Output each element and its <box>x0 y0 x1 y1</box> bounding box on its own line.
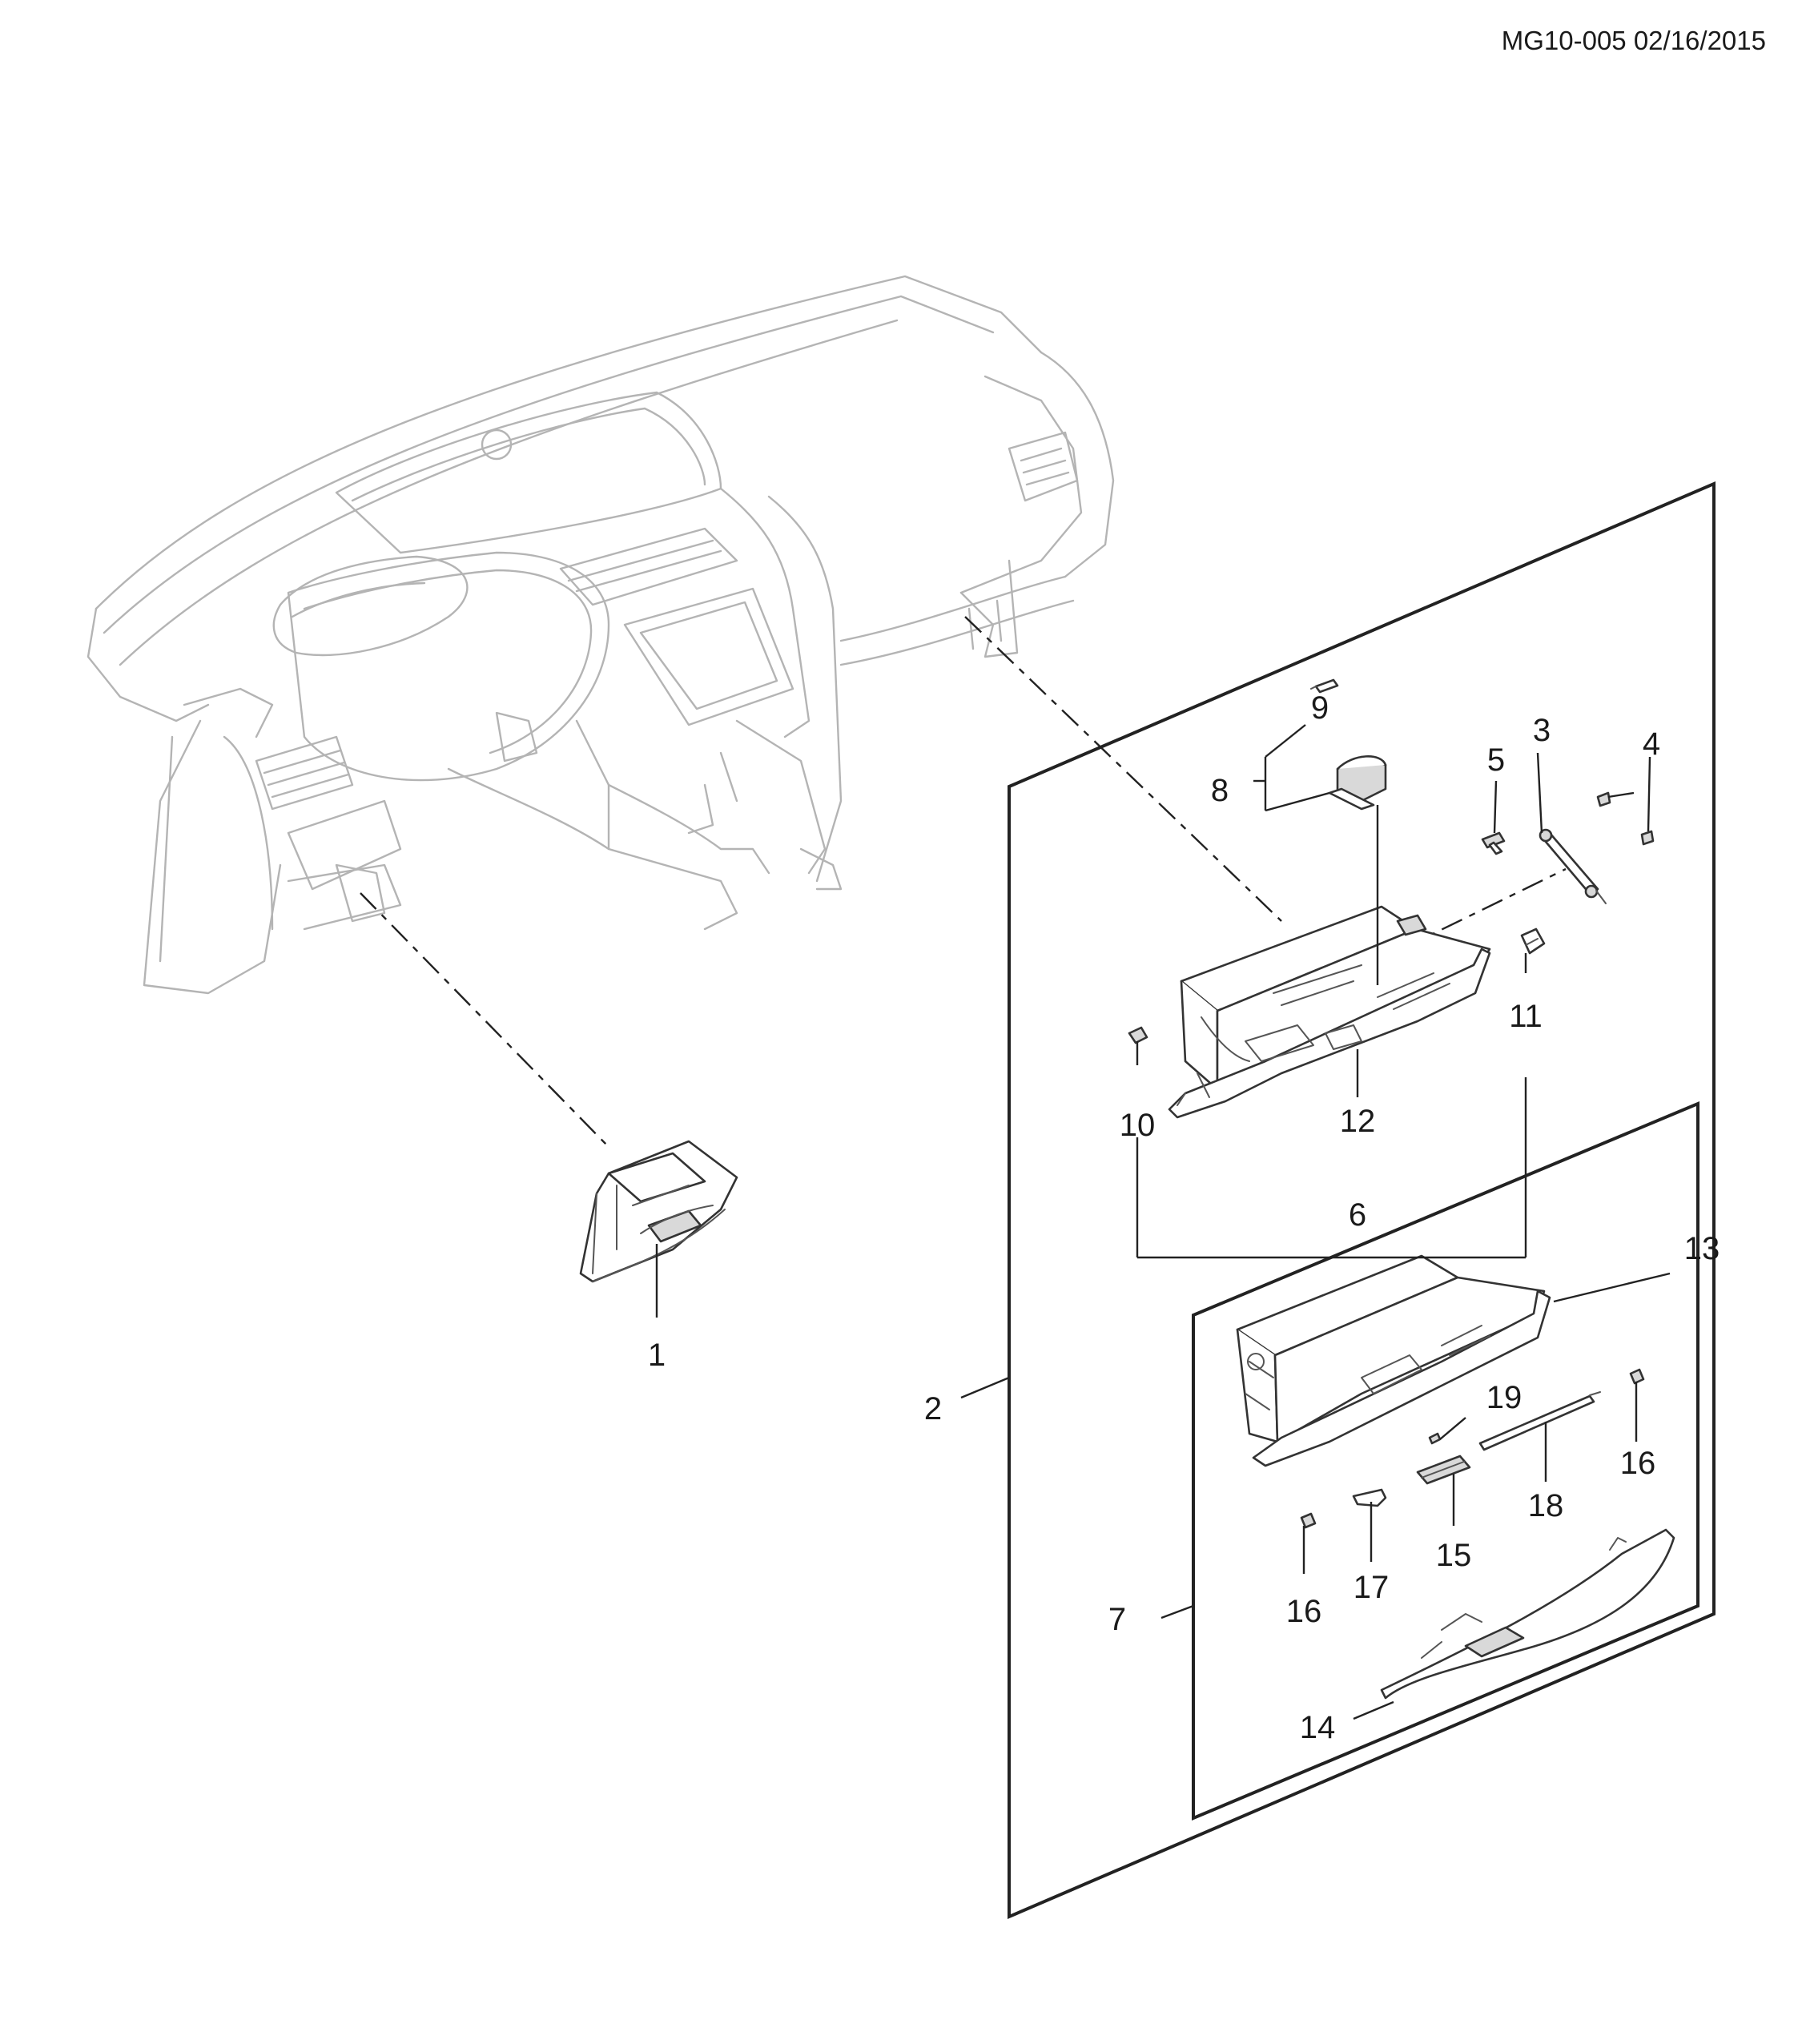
part-16-bumper-left <box>1300 1512 1317 1529</box>
part-10-retainer <box>1128 1026 1148 1044</box>
callout-18: 18 <box>1528 1488 1564 1523</box>
callout-12: 12 <box>1340 1104 1376 1139</box>
callout-16-right: 16 <box>1620 1446 1656 1481</box>
callout-8: 8 <box>1211 773 1229 808</box>
leader-part-1-to-panel <box>360 892 609 1148</box>
part-16-bumper-right <box>1629 1368 1645 1385</box>
part-13-glovebox-bin <box>1236 1254 1551 1467</box>
callout-14: 14 <box>1300 1710 1336 1745</box>
callout-10: 10 <box>1120 1108 1156 1143</box>
assembly-2-frame <box>1008 481 1716 1920</box>
part-1-storage-compartment <box>579 1140 738 1283</box>
part-17-latch-bracket <box>1352 1488 1387 1507</box>
part-5-fastener <box>1481 831 1506 855</box>
callout-leaders <box>655 724 1671 1720</box>
callout-9: 9 <box>1311 690 1329 726</box>
callout-17: 17 <box>1354 1570 1390 1605</box>
callout-6: 6 <box>1349 1197 1366 1233</box>
leader-part-6-to-panel <box>964 616 1282 922</box>
callout-4: 4 <box>1643 726 1660 762</box>
part-14-glovebox-door <box>1380 1528 1675 1700</box>
callout-3: 3 <box>1533 713 1551 748</box>
callout-2: 2 <box>924 1391 942 1426</box>
part-3-hinge-rod <box>1539 828 1607 904</box>
callout-11: 11 <box>1509 999 1543 1034</box>
part-15-latch-handle <box>1416 1455 1471 1485</box>
part-9-lamp-bulb <box>1310 678 1339 694</box>
part-18-damper-rod <box>1478 1391 1601 1451</box>
part-6-glovebox-housing <box>1168 905 1491 1119</box>
callout-19: 19 <box>1486 1380 1522 1415</box>
callout-16-left: 16 <box>1286 1594 1322 1629</box>
callout-7: 7 <box>1108 1602 1126 1637</box>
callout-13: 13 <box>1684 1231 1720 1266</box>
part-4-clip-upper <box>1596 791 1611 807</box>
assembly-7-frame <box>1192 1100 1699 1821</box>
part-4-clip-lower <box>1640 830 1655 846</box>
part-8-glovebox-lamp <box>1328 755 1387 811</box>
part-11-latch-striker <box>1520 927 1546 955</box>
callout-15: 15 <box>1436 1538 1472 1573</box>
callout-5: 5 <box>1487 742 1505 778</box>
diagram-code-date: MG10-005 02/16/2015 <box>1502 26 1766 55</box>
callout-labels: 1 2 3 4 5 6 7 8 9 10 11 12 13 14 15 16 1… <box>648 690 1720 1745</box>
part-19-screw <box>1428 1432 1442 1445</box>
instrument-panel-outline <box>86 275 1115 995</box>
callout-1: 1 <box>648 1338 666 1373</box>
